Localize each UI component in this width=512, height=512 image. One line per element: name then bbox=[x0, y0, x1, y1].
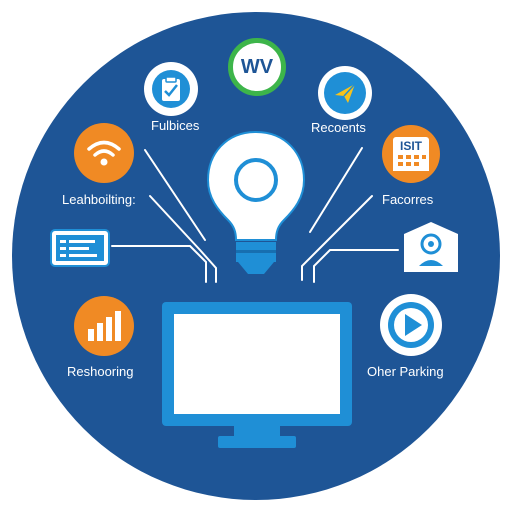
calendar-icon: ISIT bbox=[382, 125, 440, 183]
connector-mid-right bbox=[301, 195, 373, 281]
id-card-icon bbox=[50, 229, 110, 267]
calendar-badge-text: ISIT bbox=[399, 139, 422, 153]
security-camera-icon bbox=[404, 222, 458, 272]
label-fulbices: Fulbices bbox=[151, 118, 200, 133]
label-recoents: Recoents bbox=[311, 120, 366, 135]
wifi-icon bbox=[74, 123, 134, 183]
connector-top-left bbox=[144, 149, 206, 241]
connector-right-card bbox=[313, 249, 399, 283]
lightbulb-icon bbox=[206, 130, 306, 274]
label-reshooring: Reshooring bbox=[67, 364, 134, 379]
wv-badge-icon: WV bbox=[228, 38, 286, 96]
paper-plane-icon bbox=[318, 66, 372, 120]
label-oher-parking: Oher Parking bbox=[367, 364, 444, 379]
connector-top-right bbox=[309, 147, 363, 233]
clipboard-checklist-icon bbox=[144, 62, 198, 116]
label-leahboilting: Leahboilting: bbox=[62, 192, 136, 207]
bar-chart-icon bbox=[74, 296, 134, 356]
label-facorres: Facorres bbox=[382, 192, 434, 207]
wv-badge-text: WV bbox=[240, 55, 274, 78]
play-button-icon[interactable] bbox=[380, 294, 442, 356]
connector-mid-left bbox=[149, 195, 217, 283]
monitor-icon bbox=[162, 302, 352, 448]
connector-left-card bbox=[111, 245, 207, 283]
